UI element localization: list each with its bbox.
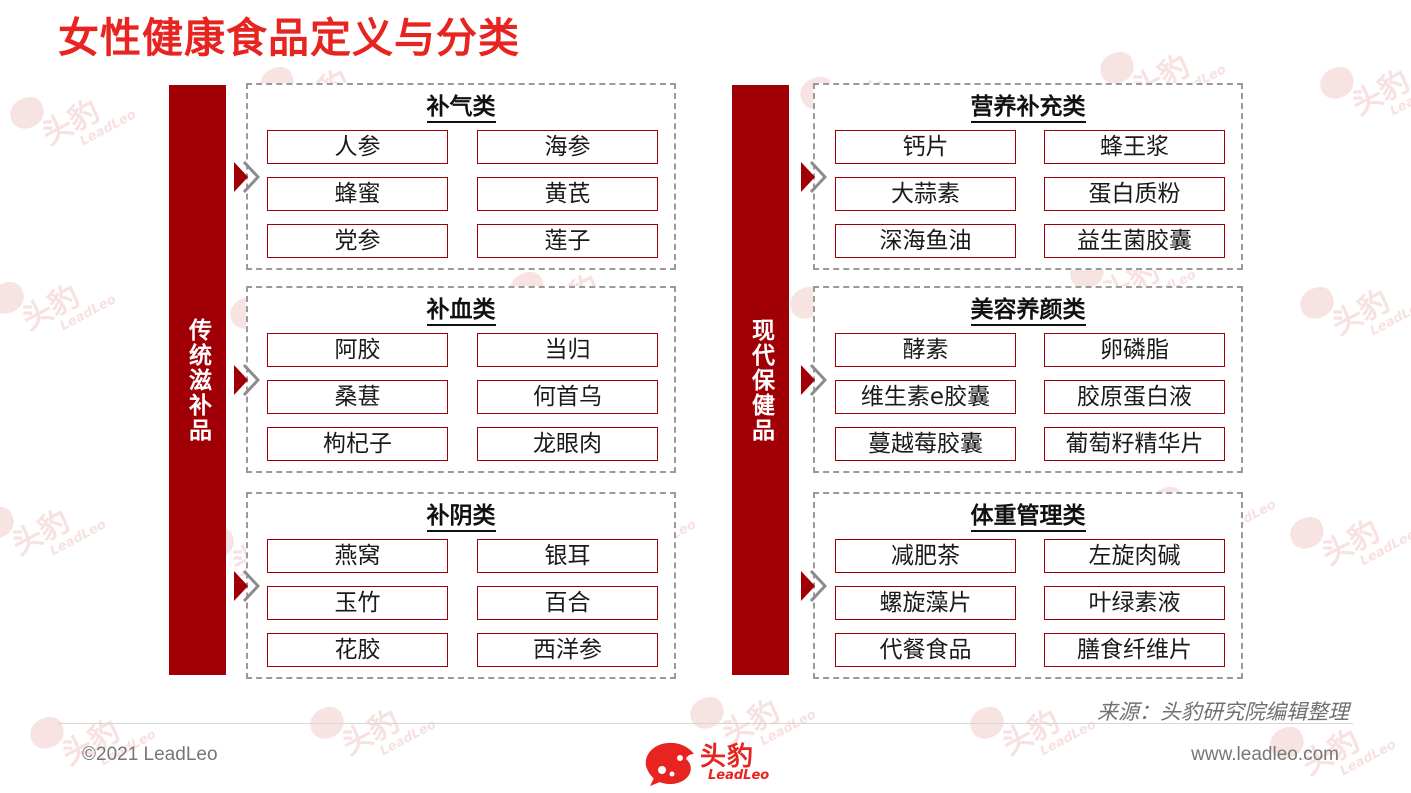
item-cell: 黄芪 xyxy=(477,177,658,211)
group-title: 补血类 xyxy=(248,296,674,326)
group-title-text: 补阴类 xyxy=(426,503,496,532)
item-cell: 葡萄籽精华片 xyxy=(1044,427,1225,461)
item-cell: 减肥茶 xyxy=(835,539,1016,573)
category-bar-modern: 现代保健品 xyxy=(732,85,789,675)
item-cell: 蛋白质粉 xyxy=(1044,177,1225,211)
item-cell: 叶绿素液 xyxy=(1044,586,1225,620)
watermark-logo-icon xyxy=(0,278,29,318)
watermark-logo-icon xyxy=(25,713,69,753)
watermark-brand-cn: 头豹 xyxy=(1326,283,1396,343)
item-cell: 胶原蛋白液 xyxy=(1044,380,1225,414)
watermark-brand-en: LeadLeo xyxy=(1387,77,1411,120)
item-cell: 银耳 xyxy=(477,539,658,573)
item-cell: 人参 xyxy=(267,130,448,164)
item-cell: 蜂蜜 xyxy=(267,177,448,211)
watermark-brand-en: LeadLeo xyxy=(77,107,139,150)
logo-text-en: LeadLeo xyxy=(708,768,770,783)
group-title: 美容养颜类 xyxy=(815,296,1241,326)
watermark-logo-icon xyxy=(1095,48,1139,88)
item-cell: 膳食纤维片 xyxy=(1044,633,1225,667)
group-title-text: 补血类 xyxy=(426,297,496,326)
watermark-brand-en: LeadLeo xyxy=(1367,297,1411,340)
item-cell: 党参 xyxy=(267,224,448,258)
item-cell: 代餐食品 xyxy=(835,633,1016,667)
website-link[interactable]: www.leadleo.com xyxy=(1191,744,1339,765)
watermark-brand-cn: 头豹 xyxy=(6,503,76,563)
watermark-logo-icon xyxy=(685,693,729,733)
group-title-text: 美容养颜类 xyxy=(970,297,1086,326)
watermark-logo-icon xyxy=(1295,283,1339,323)
item-cell: 西洋参 xyxy=(477,633,658,667)
group-title: 补气类 xyxy=(248,93,674,123)
chevron-right-icon xyxy=(801,160,827,193)
group-title: 体重管理类 xyxy=(815,502,1241,532)
category-label-traditional: 传统滋补品 xyxy=(184,317,211,443)
item-cell: 钙片 xyxy=(835,130,1016,164)
watermark-brand-cn: 头豹 xyxy=(16,278,86,338)
watermark-brand-en: LeadLeo xyxy=(47,517,109,560)
item-cell: 龙眼肉 xyxy=(477,427,658,461)
watermark-brand-en: LeadLeo xyxy=(1357,527,1411,570)
group-title-text: 营养补充类 xyxy=(970,94,1086,123)
watermark-brand-en: LeadLeo xyxy=(1337,737,1399,780)
footer-divider xyxy=(58,723,1353,724)
logo-text-cn: 头豹 xyxy=(700,742,755,772)
watermark-logo-icon xyxy=(0,503,19,543)
leopard-logo-icon xyxy=(645,742,694,786)
item-cell: 卵磷脂 xyxy=(1044,333,1225,367)
copyright-text: ©2021 LeadLeo xyxy=(82,744,218,765)
item-cell: 蔓越莓胶囊 xyxy=(835,427,1016,461)
watermark-brand-cn: 头豹 xyxy=(36,93,106,153)
category-label-modern: 现代保健品 xyxy=(747,317,774,443)
chevron-right-icon xyxy=(234,363,260,396)
category-bar-traditional: 传统滋补品 xyxy=(169,85,226,675)
watermark-logo-icon xyxy=(1285,513,1329,553)
chevron-right-icon xyxy=(234,569,260,602)
item-cell: 当归 xyxy=(477,333,658,367)
item-cell: 燕窝 xyxy=(267,539,448,573)
item-cell: 莲子 xyxy=(477,224,658,258)
leadleo-logo: 头豹 LeadLeo xyxy=(640,736,780,788)
item-cell: 百合 xyxy=(477,586,658,620)
item-cell: 酵素 xyxy=(835,333,1016,367)
watermark-brand-cn: 头豹 xyxy=(1316,513,1386,573)
item-cell: 海参 xyxy=(477,130,658,164)
item-cell: 蜂王浆 xyxy=(1044,130,1225,164)
item-cell: 益生菌胶囊 xyxy=(1044,224,1225,258)
item-cell: 左旋肉碱 xyxy=(1044,539,1225,573)
item-cell: 桑葚 xyxy=(267,380,448,414)
item-cell: 玉竹 xyxy=(267,586,448,620)
item-cell: 深海鱼油 xyxy=(835,224,1016,258)
watermark-logo-icon xyxy=(5,93,49,133)
item-cell: 阿胶 xyxy=(267,333,448,367)
source-note: 来源：头豹研究院编辑整理 xyxy=(1097,700,1349,724)
group-title-text: 补气类 xyxy=(426,94,496,123)
item-cell: 枸杞子 xyxy=(267,427,448,461)
watermark-brand-en: LeadLeo xyxy=(57,292,119,335)
group-title: 营养补充类 xyxy=(815,93,1241,123)
page-title: 女性健康食品定义与分类 xyxy=(58,14,520,62)
group-title-text: 体重管理类 xyxy=(970,503,1086,532)
item-cell: 螺旋藻片 xyxy=(835,586,1016,620)
item-cell: 大蒜素 xyxy=(835,177,1016,211)
item-cell: 何首乌 xyxy=(477,380,658,414)
item-cell: 维生素e胶囊 xyxy=(835,380,1016,414)
chevron-right-icon xyxy=(234,160,260,193)
chevron-right-icon xyxy=(801,569,827,602)
group-title: 补阴类 xyxy=(248,502,674,532)
watermark-logo-icon xyxy=(1315,63,1359,103)
chevron-right-icon xyxy=(801,363,827,396)
item-cell: 花胶 xyxy=(267,633,448,667)
